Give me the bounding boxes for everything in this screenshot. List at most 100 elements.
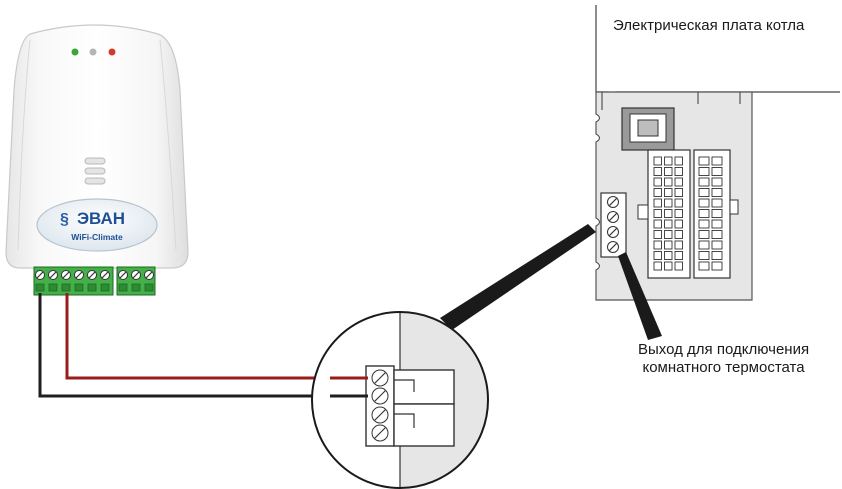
terminal-screw-icon xyxy=(371,369,389,387)
connector-pin-cell xyxy=(674,209,683,218)
connector-pin-cell xyxy=(664,261,673,271)
molex-connector-left xyxy=(637,149,691,279)
connector-pin-cell xyxy=(711,188,723,197)
connector-pin-cell xyxy=(698,219,710,229)
terminal-screw-icon xyxy=(118,270,128,280)
connector-pin-cell xyxy=(653,167,662,176)
connector-pin-cell xyxy=(698,261,710,271)
connector-pin-cell xyxy=(698,240,710,250)
terminal-socket xyxy=(131,283,141,292)
terminal-screw-icon xyxy=(607,241,619,253)
connector-pin-cell xyxy=(674,167,683,176)
connector-pin-cell xyxy=(653,240,662,250)
device-terminal-block-aux xyxy=(116,266,156,296)
terminal-screw-icon xyxy=(607,226,619,238)
black-wire xyxy=(38,293,365,398)
connector-pin-cell xyxy=(653,188,662,197)
thermostat-output-label-line1: Выход для подключения xyxy=(638,341,810,358)
connector-pin-cell xyxy=(711,209,723,218)
connector-pin-cell xyxy=(664,240,673,250)
connector-pin-cell xyxy=(664,177,673,187)
terminal-socket xyxy=(74,283,84,292)
connector-pin-cell xyxy=(711,219,723,229)
logo-swirl-icon: § xyxy=(60,211,69,228)
connector-pin-cell xyxy=(664,198,673,208)
molex-connector-right xyxy=(693,149,739,279)
connector-pin-cell xyxy=(653,177,662,187)
terminal-screw-icon xyxy=(100,270,110,280)
brand-logo-badge xyxy=(36,198,158,252)
connector-pin-cell xyxy=(711,261,723,271)
connector-pin-cell xyxy=(674,230,683,239)
connector-pin-cell xyxy=(698,209,710,218)
green-led-indicator xyxy=(71,48,79,56)
terminal-socket xyxy=(100,283,110,292)
terminal-screw-icon xyxy=(87,270,97,280)
connector-pin-cell xyxy=(711,198,723,208)
connector-pin-cell xyxy=(698,156,710,166)
terminal-socket xyxy=(48,283,58,292)
connector-pin-cell xyxy=(674,188,683,197)
model-name: WiFi-Climate xyxy=(71,232,123,242)
thermostat-terminal-block xyxy=(600,192,627,258)
connector-pin-cell xyxy=(653,219,662,229)
rj-jack-connector xyxy=(621,107,675,151)
connector-pin-cell xyxy=(698,230,710,239)
terminal-socket xyxy=(87,283,97,292)
terminal-screw-icon xyxy=(61,270,71,280)
connector-pin-cell xyxy=(698,198,710,208)
connector-pin-cell xyxy=(664,167,673,176)
connector-pin-cell xyxy=(674,177,683,187)
connector-pin-cell xyxy=(698,167,710,176)
boiler-board-title: Электрическая плата котла xyxy=(613,17,805,34)
label-pointer xyxy=(618,252,662,340)
connector-pin-cell xyxy=(674,219,683,229)
brand-name: ЭВАН xyxy=(77,209,125,228)
terminal-socket xyxy=(118,283,128,292)
connector-pin-cell xyxy=(653,198,662,208)
terminal-screw-icon xyxy=(607,196,619,208)
terminal-screw-icon xyxy=(371,424,389,442)
magnified-connector-housing xyxy=(393,369,455,447)
terminal-screw-icon xyxy=(74,270,84,280)
connector-pin-cell xyxy=(653,261,662,271)
terminal-socket xyxy=(144,283,154,292)
terminal-socket xyxy=(61,283,71,292)
vent-slots xyxy=(84,157,106,185)
device-terminal-block-main xyxy=(33,266,114,296)
connector-pin-cell xyxy=(674,156,683,166)
connector-pin-cell xyxy=(711,156,723,166)
connector-pin-cell xyxy=(711,177,723,187)
connector-pin-cell xyxy=(698,188,710,197)
connector-pin-cell xyxy=(653,251,662,260)
connector-pin-cell xyxy=(664,251,673,260)
terminal-screw-icon xyxy=(35,270,45,280)
connector-pin-cell xyxy=(664,156,673,166)
connector-pin-cell xyxy=(664,188,673,197)
connector-pin-cell xyxy=(664,209,673,218)
red-wire xyxy=(65,293,365,380)
connector-pin-cell xyxy=(653,156,662,166)
connector-pin-cell xyxy=(674,261,683,271)
terminal-socket xyxy=(35,283,45,292)
gray-led-indicator xyxy=(89,48,97,56)
red-led-indicator xyxy=(108,48,116,56)
connector-pin-cell xyxy=(711,230,723,239)
terminal-screw-icon xyxy=(371,406,389,424)
connector-pin-cell xyxy=(711,240,723,250)
thermostat-output-label: Выход для подключения комнатного термост… xyxy=(638,341,809,377)
connector-pin-cell xyxy=(653,230,662,239)
connector-pin-cell xyxy=(653,209,662,218)
terminal-screw-icon xyxy=(48,270,58,280)
boiler-control-board xyxy=(595,5,840,301)
connector-pin-cell xyxy=(698,177,710,187)
connector-pin-cell xyxy=(711,167,723,176)
device-body xyxy=(5,24,189,269)
terminal-screw-icon xyxy=(371,387,389,405)
connector-pin-cell xyxy=(664,230,673,239)
magnified-terminal-view xyxy=(311,311,489,489)
magnifier-pointer xyxy=(440,224,596,330)
connector-pin-cell xyxy=(698,251,710,260)
terminal-screw-icon xyxy=(144,270,154,280)
